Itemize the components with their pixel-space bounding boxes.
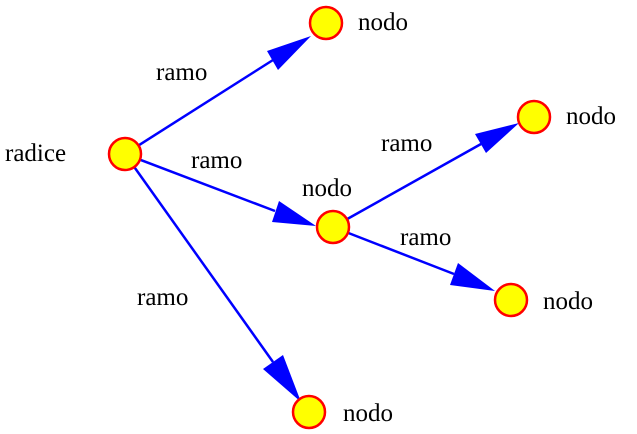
- arrowhead-icon: [267, 36, 311, 70]
- node-right-bottom: [493, 282, 529, 318]
- arrowhead-icon: [450, 263, 495, 291]
- arrowhead-icon: [272, 201, 316, 226]
- edge-line: [332, 142, 482, 229]
- edge-middle-to-right-top: [332, 123, 519, 229]
- edge-line: [124, 152, 276, 213]
- edge-label-middle-right-bottom: ramo: [400, 224, 451, 251]
- edge-line: [124, 58, 274, 156]
- node-middle: [315, 209, 351, 245]
- edge-label-root-middle: ramo: [191, 147, 242, 174]
- edge-label-middle-right-top: ramo: [381, 130, 432, 157]
- node-label-top: nodo: [358, 9, 408, 36]
- node-bottom: [291, 394, 327, 430]
- edge-line: [332, 225, 455, 276]
- edge-label-root-top: ramo: [156, 59, 207, 86]
- arrowhead-icon: [475, 123, 519, 153]
- nodes: [107, 5, 552, 430]
- node-label-bottom: nodo: [343, 400, 393, 427]
- edge-root-to-top: [124, 36, 311, 156]
- node-label-right-top: nodo: [566, 103, 616, 130]
- node-label-right-bottom: nodo: [543, 288, 593, 315]
- node-root: [107, 136, 143, 172]
- edge-root-to-middle: [124, 152, 316, 226]
- node-top: [308, 5, 344, 41]
- node-labels: radice nodo nodo nodo nodo nodo: [5, 9, 616, 427]
- edge-line: [123, 153, 275, 363]
- node-label-root: radice: [5, 140, 66, 167]
- edge-label-root-bottom: ramo: [137, 284, 188, 311]
- node-right-top: [516, 99, 552, 135]
- edge-root-to-bottom: [123, 153, 301, 402]
- edge-labels: ramo ramo ramo ramo ramo: [137, 59, 451, 311]
- node-label-middle: nodo: [302, 175, 352, 202]
- edges: [123, 36, 519, 402]
- edge-middle-to-right-bottom: [332, 225, 495, 291]
- arrowhead-icon: [263, 355, 301, 402]
